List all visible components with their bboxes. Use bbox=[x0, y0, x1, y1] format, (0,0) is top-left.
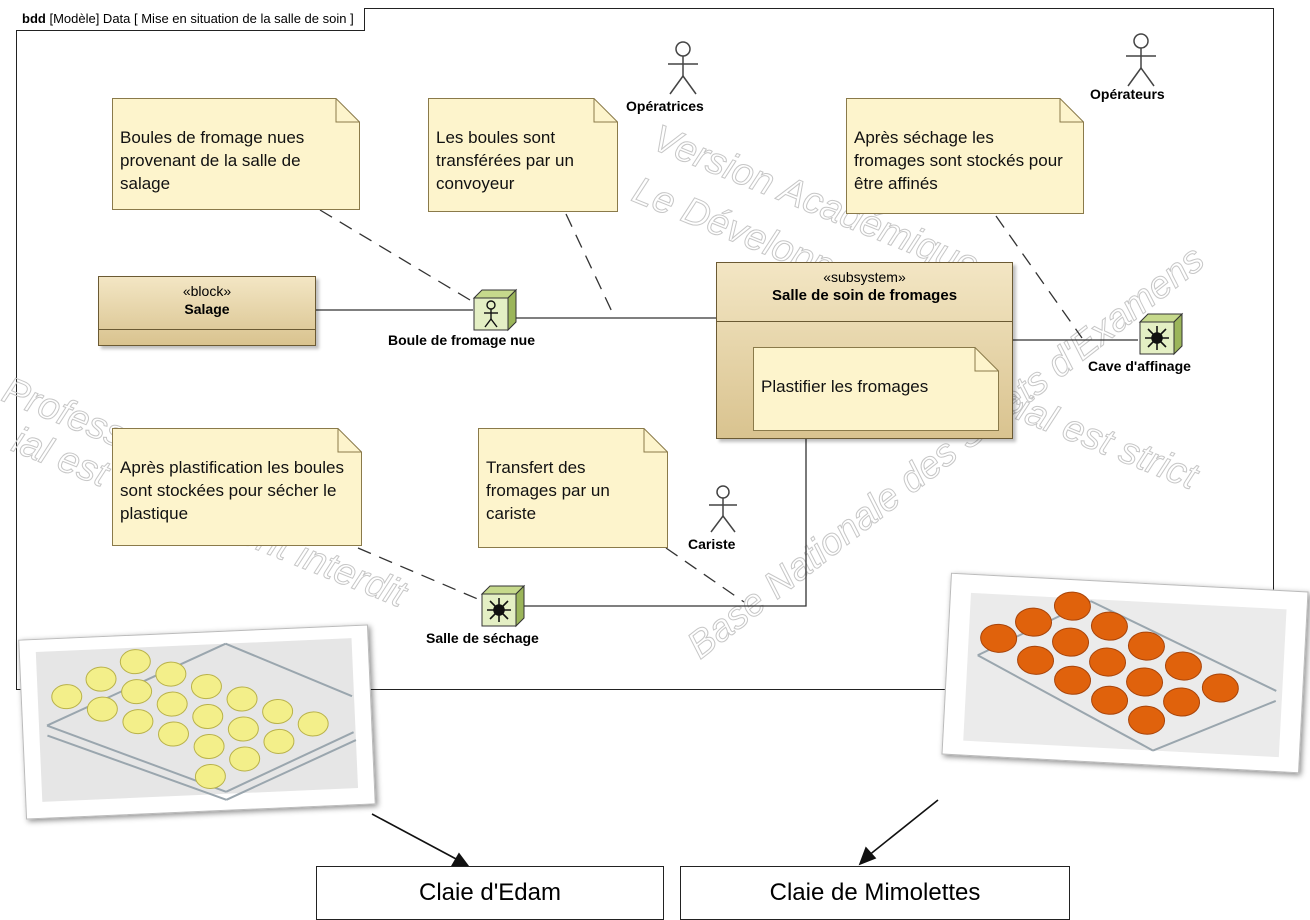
note-text: Après séchage les fromages sont stockés … bbox=[854, 128, 1063, 193]
cariste-label: Cariste bbox=[688, 536, 736, 552]
frame-kind: bdd bbox=[22, 11, 46, 26]
note-plastifier: Plastifier les fromages bbox=[753, 347, 999, 431]
note-anchor-boules bbox=[319, 209, 471, 301]
edam-arrowhead bbox=[450, 852, 470, 867]
edam-rack-image bbox=[35, 638, 359, 802]
frame-title: [Modèle] Data [ Mise en situation de la … bbox=[49, 11, 354, 26]
subsystem-stereotype: «subsystem» bbox=[823, 269, 906, 285]
note-anchor-plastification bbox=[357, 547, 481, 601]
operateurs-actor-icon[interactable] bbox=[1122, 32, 1160, 88]
note-cariste: Transfert des fromages par un cariste bbox=[478, 428, 668, 548]
cave-block-icon[interactable] bbox=[1138, 312, 1184, 356]
operateurs-label: Opérateurs bbox=[1090, 86, 1165, 102]
note-anchor-convoyeur bbox=[565, 213, 615, 317]
boule-nue-label: Boule de fromage nue bbox=[388, 332, 536, 348]
note-shape bbox=[428, 98, 618, 212]
frame-header: bdd [Modèle] Data [ Mise en situation de… bbox=[16, 8, 365, 31]
note-text: Plastifier les fromages bbox=[761, 377, 929, 396]
operatrices-label: Opératrices bbox=[626, 98, 704, 114]
note-sechage-affines: Après séchage les fromages sont stockés … bbox=[846, 98, 1084, 214]
cariste-actor-icon[interactable] bbox=[704, 484, 742, 534]
subsystem-name: Salle de soin de fromages bbox=[771, 287, 958, 304]
mimolette-photo bbox=[941, 572, 1309, 774]
note-shape bbox=[753, 347, 999, 431]
salle-sechage-association bbox=[516, 438, 807, 607]
cave-label: Cave d'affinage bbox=[1088, 358, 1191, 374]
note-shape bbox=[112, 428, 362, 546]
note-text: Les boules sont transférées par un convo… bbox=[436, 128, 574, 193]
mimolette-caption: Claie de Mimolettes bbox=[680, 866, 1070, 920]
edam-caption: Claie d'Edam bbox=[316, 866, 664, 920]
mimolette-rack-image bbox=[963, 591, 1287, 758]
note-text: Après plastification les boules sont sto… bbox=[120, 458, 344, 523]
subsystem-compartment-divider bbox=[717, 321, 1012, 322]
block-salage[interactable]: «block» Salage bbox=[98, 276, 316, 346]
mimolette-arrowhead bbox=[858, 846, 877, 866]
sechage-label: Salle de séchage bbox=[426, 630, 539, 646]
edam-caption-arrow bbox=[371, 813, 459, 861]
note-plastification: Après plastification les boules sont sto… bbox=[112, 428, 362, 546]
note-text: Boules de fromage nues provenant de la s… bbox=[120, 128, 305, 193]
mimolette-caption-arrow bbox=[867, 799, 939, 857]
edam-photo bbox=[18, 624, 376, 820]
note-shape bbox=[478, 428, 668, 548]
sechage-block-icon[interactable] bbox=[480, 584, 526, 628]
note-boules-nues: Boules de fromage nues provenant de la s… bbox=[112, 98, 360, 210]
block-compartment-divider bbox=[99, 329, 315, 330]
note-convoyeur: Les boules sont transférées par un convo… bbox=[428, 98, 618, 212]
note-anchor-affines bbox=[995, 215, 1083, 339]
block-stereotype: «block» bbox=[182, 283, 232, 299]
block-name: Salage bbox=[184, 301, 230, 317]
note-text: Transfert des fromages par un cariste bbox=[486, 458, 610, 523]
note-shape bbox=[846, 98, 1084, 214]
boule-nue-block-icon[interactable] bbox=[472, 288, 518, 332]
subsystem-salle-de-soin[interactable]: «subsystem» Salle de soin de fromages Pl… bbox=[716, 262, 1013, 439]
note-shape bbox=[112, 98, 360, 210]
note-anchor-cariste bbox=[665, 547, 745, 603]
operatrices-actor-icon[interactable] bbox=[664, 40, 702, 96]
